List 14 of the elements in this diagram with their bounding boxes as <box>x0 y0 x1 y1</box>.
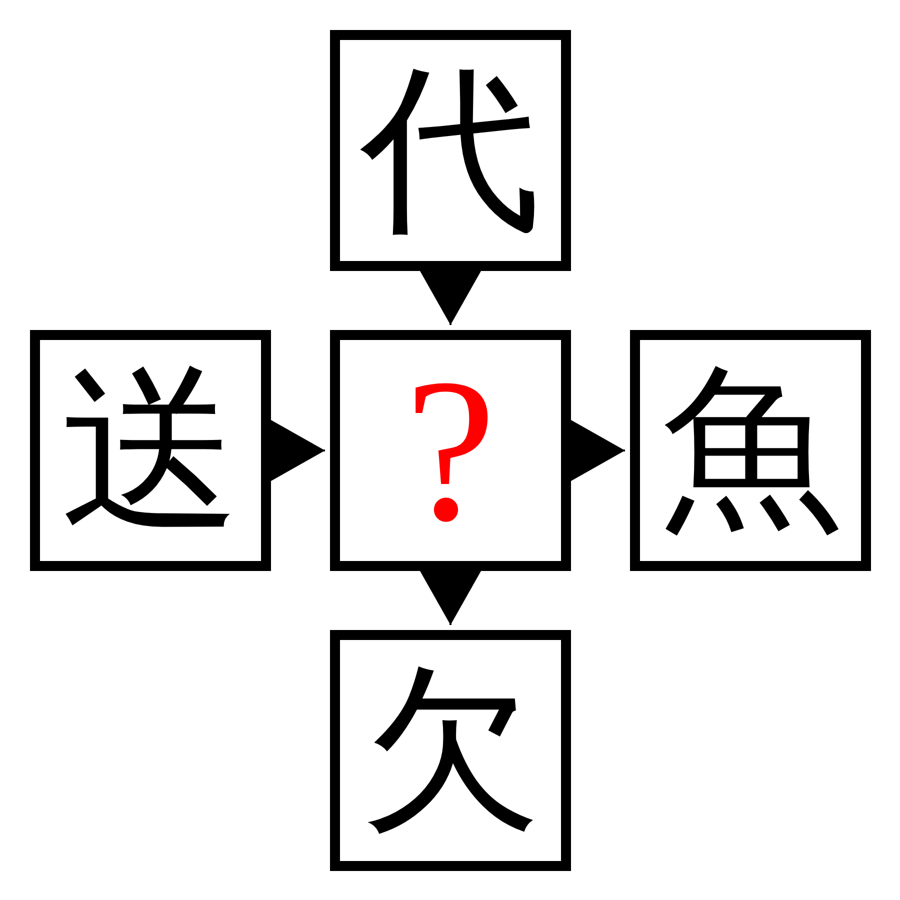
character-tile <box>30 330 271 571</box>
kanji-character: 送 <box>60 360 240 540</box>
kanji-character: 魚 <box>660 360 840 540</box>
character-tile <box>330 630 571 871</box>
character-tile <box>330 330 571 571</box>
kanji-character: 欠 <box>360 660 540 840</box>
arrow <box>571 420 625 481</box>
arrow <box>420 571 481 625</box>
character-tile <box>630 330 871 571</box>
character-tile <box>330 30 571 271</box>
arrow <box>271 420 325 481</box>
question-mark: ? <box>405 348 496 553</box>
arrow <box>420 271 481 325</box>
kanji-character: 代 <box>360 60 540 240</box>
